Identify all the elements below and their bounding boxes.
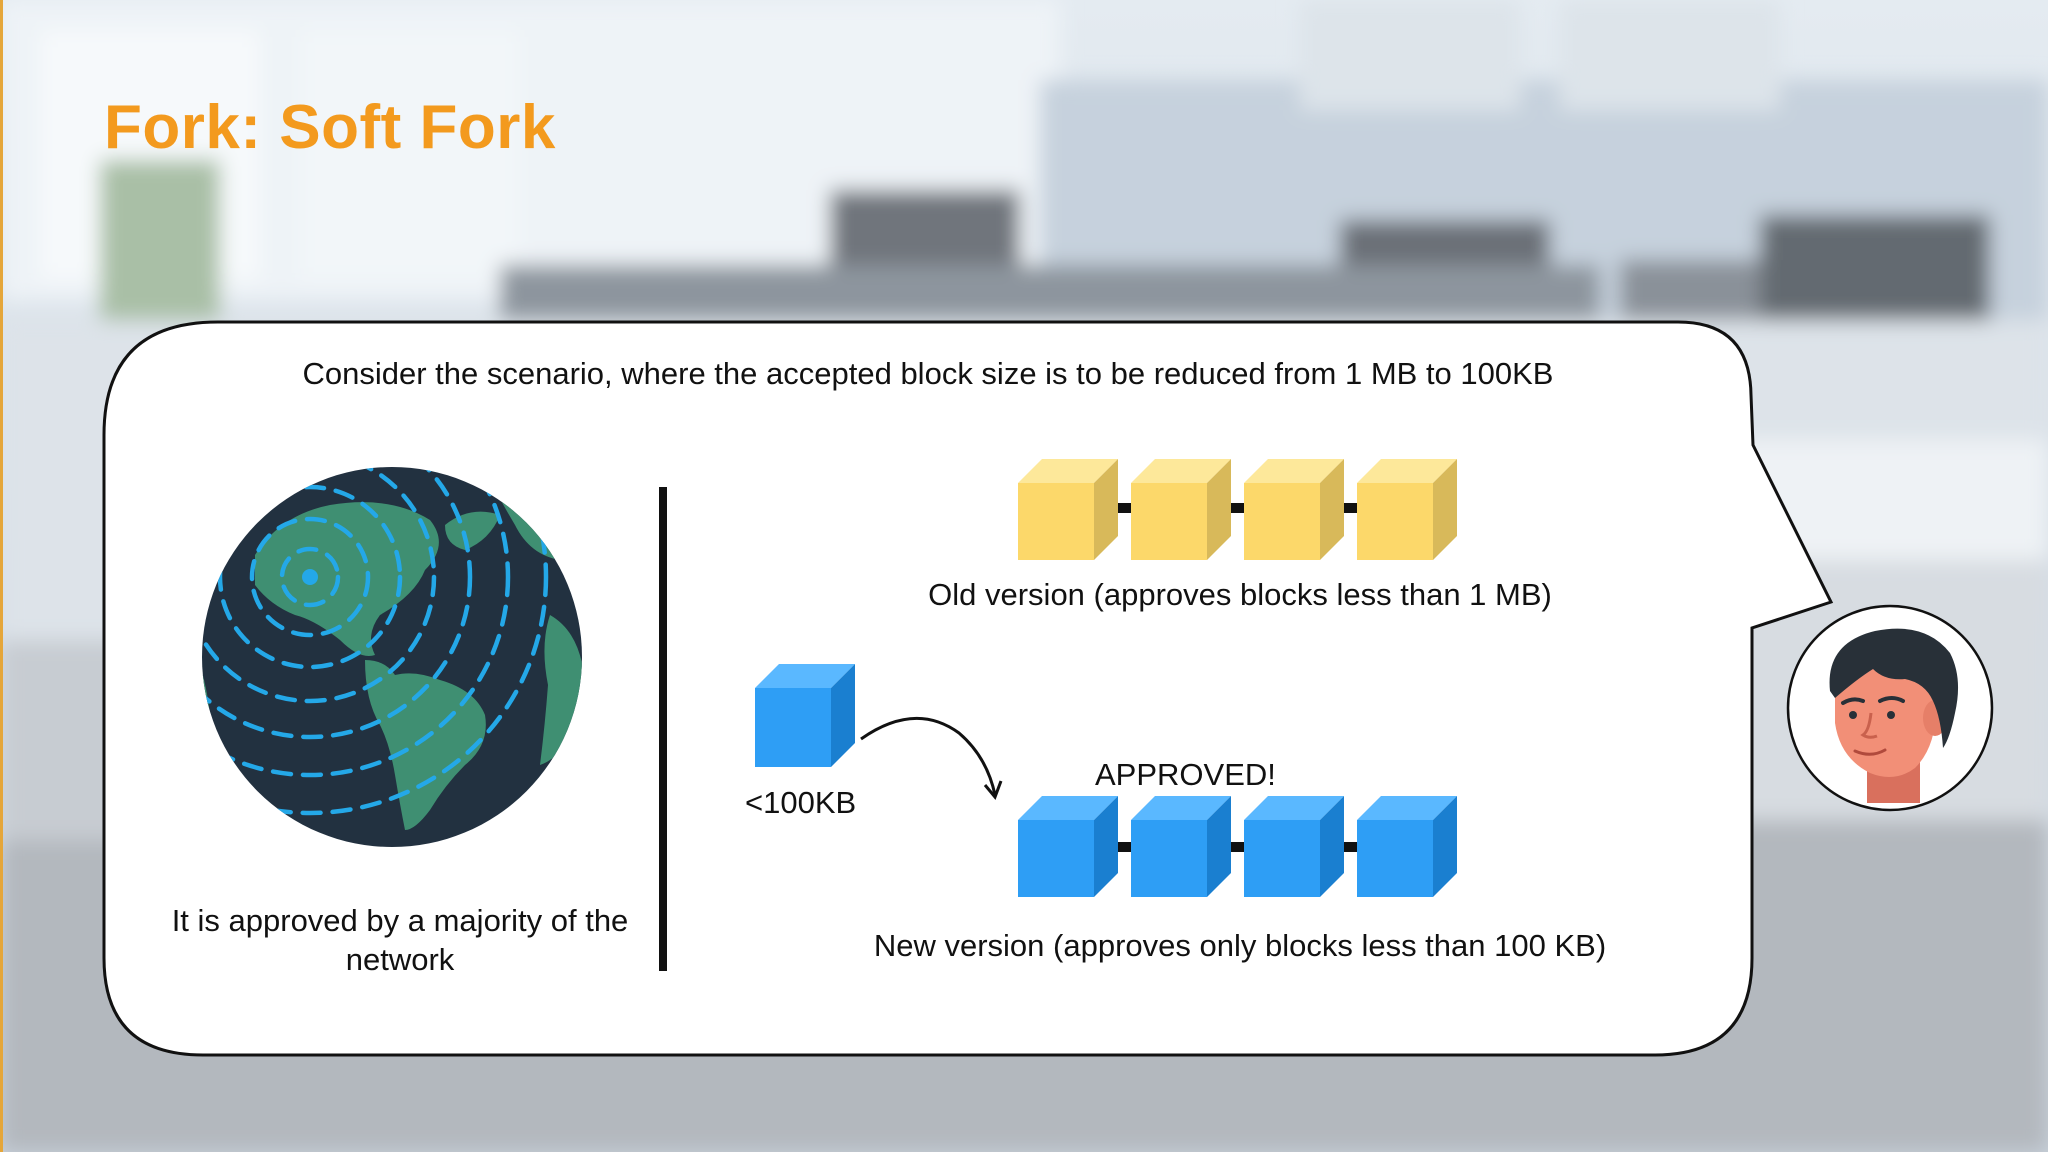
new-block	[1131, 796, 1231, 897]
old-block	[1131, 459, 1231, 560]
curved-arrow-icon	[860, 716, 1003, 800]
globe-caption: It is approved by a majority of the netw…	[171, 903, 629, 977]
new-version-block-chain	[1018, 796, 1457, 897]
slide-edge-accent	[0, 0, 3, 1152]
old-version-label: Old version (approves blocks less than 1…	[928, 577, 1552, 612]
old-block	[1357, 459, 1457, 560]
scenario-text: Consider the scenario, where the accepte…	[302, 356, 1554, 391]
new-block	[1244, 796, 1344, 897]
old-version-block-chain	[1018, 459, 1457, 560]
slide-title: Fork: Soft Fork	[104, 93, 556, 162]
old-block	[1018, 459, 1118, 560]
presenter-avatar	[1786, 604, 1994, 812]
new-block	[1357, 796, 1457, 897]
single-block	[755, 664, 855, 767]
approved-label: APPROVED!	[1095, 757, 1276, 792]
new-block	[1018, 796, 1118, 897]
block-size-label: <100KB	[745, 785, 857, 820]
old-block	[1244, 459, 1344, 560]
new-version-label: New version (approves only blocks less t…	[873, 928, 1607, 963]
globe-icon	[202, 467, 582, 847]
divider-line	[659, 487, 667, 971]
